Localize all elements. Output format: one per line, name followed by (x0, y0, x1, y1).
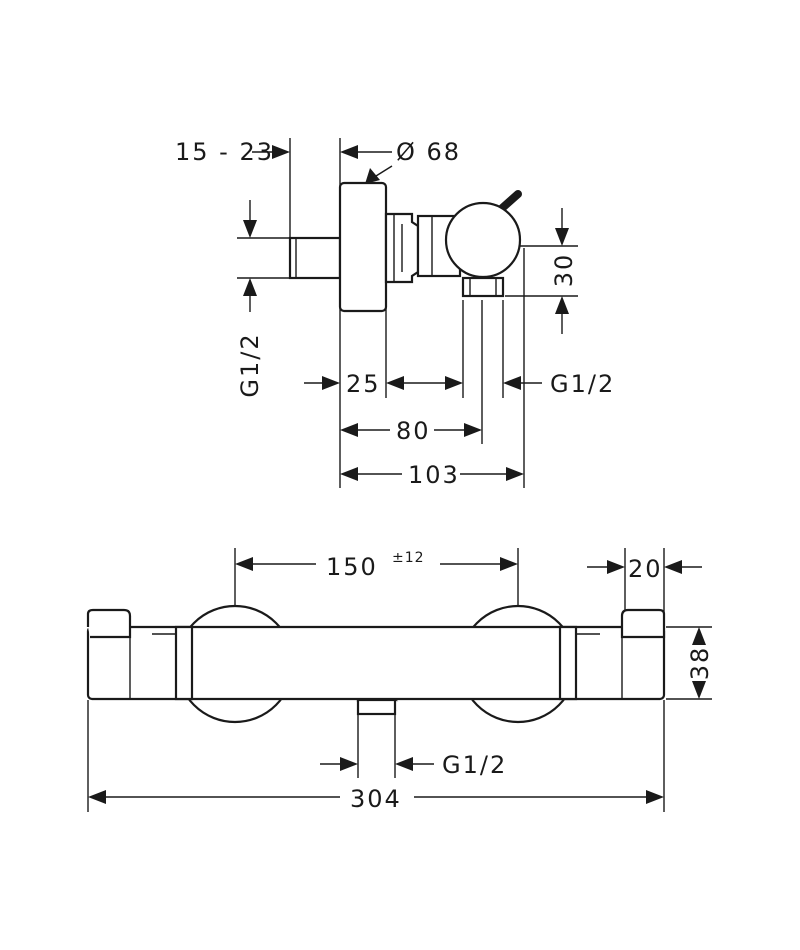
dim-80-arrow-left (340, 423, 358, 437)
handle-knob (444, 201, 522, 279)
dim-103-arrow-left (340, 467, 358, 481)
dim-80-label: 80 (396, 417, 431, 445)
dim-front-thread-label: G1/2 (442, 751, 507, 779)
dim-25-arrow-outlet (445, 376, 463, 390)
dim-height-label: 30 (550, 253, 578, 288)
dim-103-arrow-right (506, 467, 524, 481)
dim-diameter-arrow (340, 145, 358, 159)
right-end-cap (620, 608, 666, 639)
dim-25-label: 25 (346, 370, 381, 398)
dim-diameter-leader (375, 165, 393, 177)
dim-total-arrow-left (88, 790, 106, 804)
dim-centers-label: 150 (326, 553, 378, 581)
dim-25-arrow-right (386, 376, 404, 390)
dim-thread-left-label: G1/2 (236, 332, 264, 397)
left-sleeve (174, 625, 194, 701)
dim-20-arrow-right (664, 560, 682, 574)
dim-thread-outlet-arrow (503, 376, 521, 390)
dim-connection-depth-arrow (272, 145, 290, 159)
dim-height-arrow-bottom (555, 296, 569, 314)
dim-centers-tolerance: ±12 (392, 550, 425, 566)
left-end-cap (86, 608, 132, 639)
dim-20-arrow-left (607, 560, 625, 574)
side-view: 15 - 23 Ø 68 G1/2 30 25 G1/2 (175, 138, 615, 489)
dim-thread-outlet-label: G1/2 (550, 370, 615, 398)
inlet-connector (288, 236, 342, 280)
dim-total-label: 304 (350, 785, 402, 813)
mixer-bar (86, 625, 666, 701)
dim-20-label: 20 (628, 555, 663, 583)
dim-height-arrow-top (555, 228, 569, 246)
dim-103-label: 103 (408, 461, 460, 489)
dim-thread-left-arrow-bottom (243, 278, 257, 296)
dim-25-arrow-left (322, 376, 340, 390)
dim-thread-left-arrow-top (243, 220, 257, 238)
dim-front-thread-arrow-right (395, 757, 413, 771)
outlet-nut (461, 276, 505, 298)
dim-front-thread-arrow-left (340, 757, 358, 771)
dim-centers-arrow-left (235, 557, 253, 571)
outlet-nut (356, 698, 397, 716)
dim-38-arrow-top (692, 627, 706, 645)
right-sleeve (558, 625, 578, 701)
dim-total-arrow-right (646, 790, 664, 804)
wall-rosette (338, 181, 388, 313)
handle-lever (496, 190, 522, 214)
dim-centers-arrow-right (500, 557, 518, 571)
dim-38-label: 38 (686, 646, 714, 681)
dim-38-arrow-bottom (692, 681, 706, 699)
front-view: 150 ±12 20 38 G1/2 304 (86, 548, 714, 813)
dim-diameter-leader-arrow (365, 168, 380, 184)
dim-diameter-label: Ø 68 (396, 138, 461, 166)
dim-80-arrow-right (464, 423, 482, 437)
